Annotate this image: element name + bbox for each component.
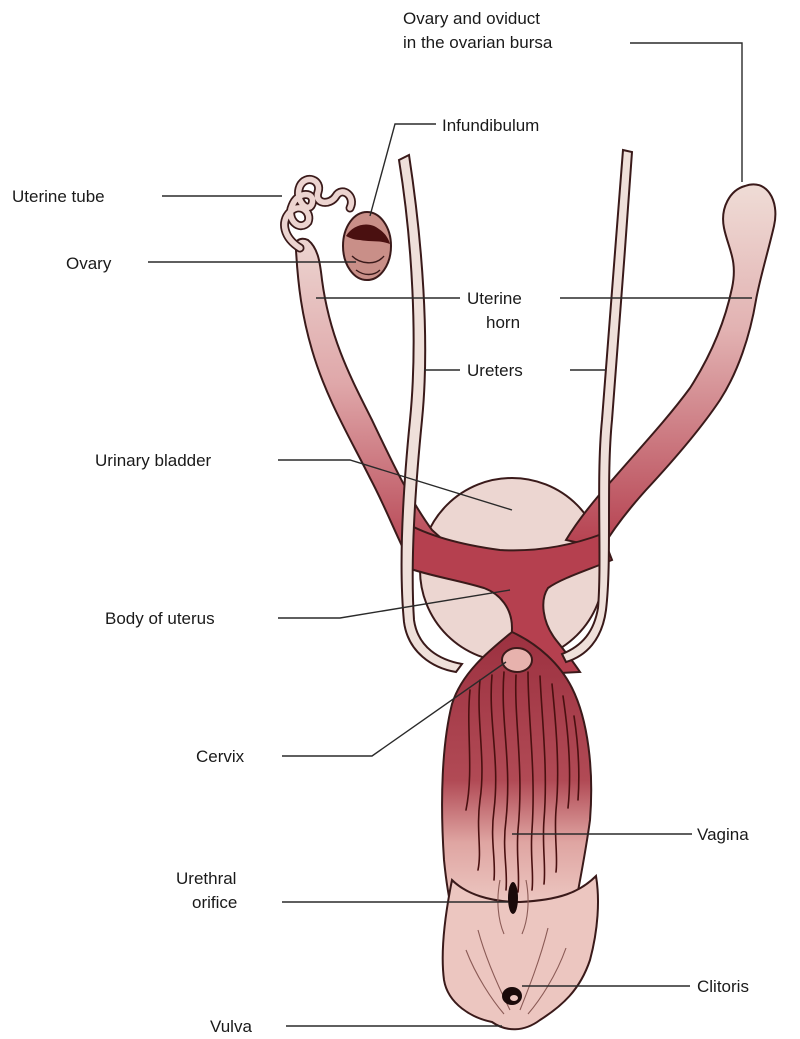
label-ureters: Ureters [467,361,523,380]
label-vagina: Vagina [697,825,749,844]
left-ovary-shape [343,212,391,280]
label-ovary-oviduct-2: in the ovarian bursa [403,33,553,52]
right-uterine-horn-shape [566,184,775,548]
label-uterine-tube: Uterine tube [12,187,105,206]
label-vulva: Vulva [210,1017,252,1036]
urethral-orifice-shape [508,882,518,914]
label-uterine-horn-2: horn [486,313,520,332]
label-infundibulum: Infundibulum [442,116,539,135]
label-clitoris: Clitoris [697,977,749,996]
label-urethral-orifice-2: orifice [192,893,237,912]
label-cervix: Cervix [196,747,245,766]
label-urethral-orifice-1: Urethral [176,869,236,888]
cervix-shape [502,648,532,672]
label-uterine-horn-1: Uterine [467,289,522,308]
label-ovary: Ovary [66,254,112,273]
label-urinary-bladder: Urinary bladder [95,451,212,470]
label-body-of-uterus: Body of uterus [105,609,215,628]
left-uterine-horn-shape [295,239,452,562]
label-ovary-oviduct-1: Ovary and oviduct [403,9,540,28]
